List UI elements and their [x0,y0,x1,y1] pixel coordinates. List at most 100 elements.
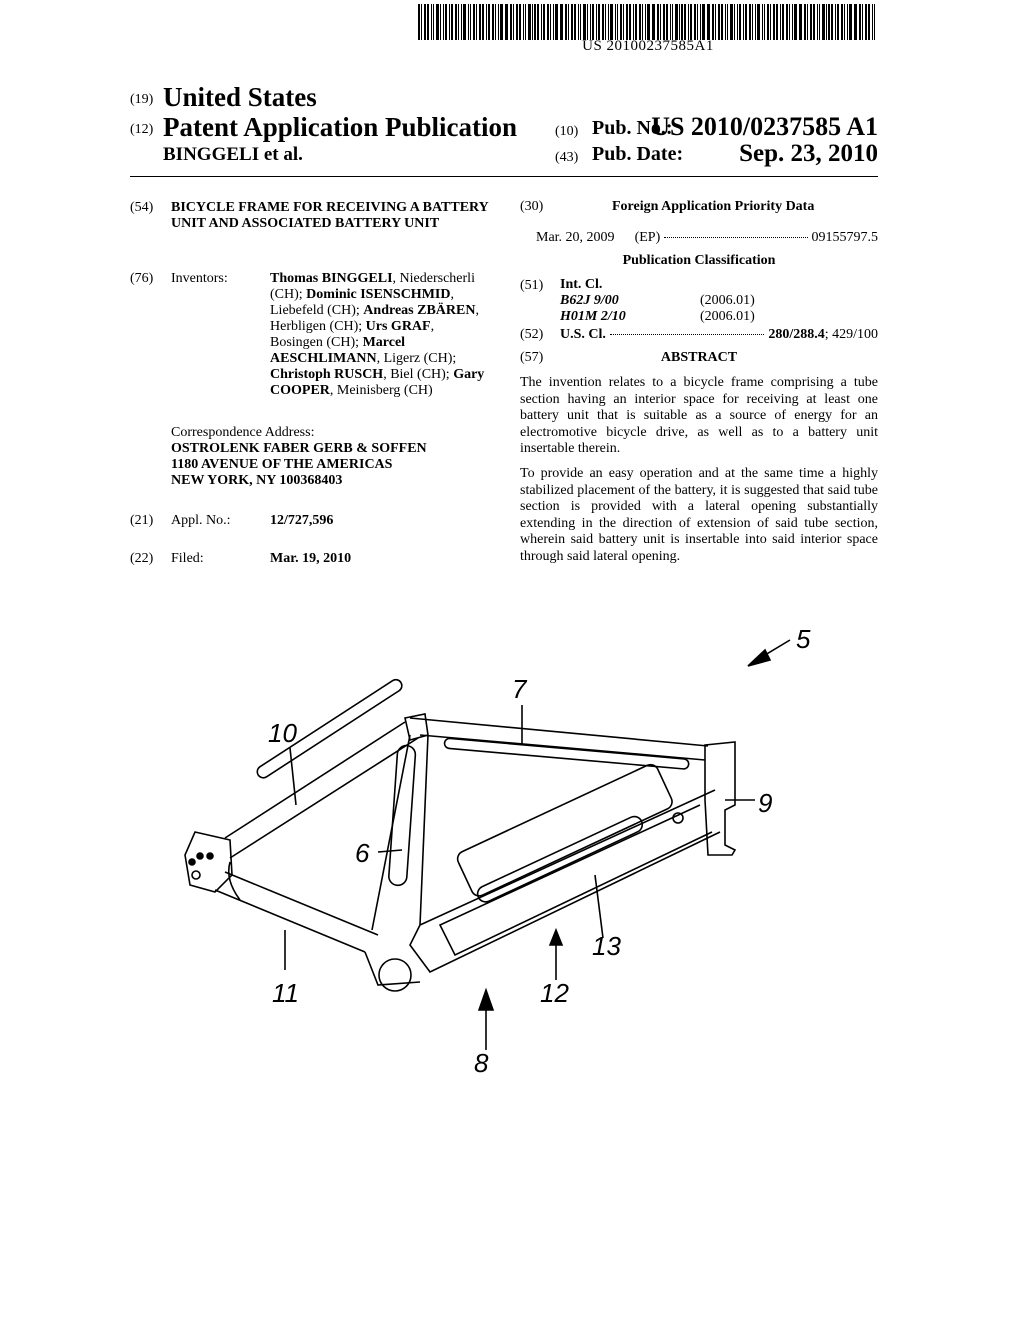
barcode-bar [523,4,524,40]
barcode-bar [547,4,549,40]
barcode-bar [565,4,567,40]
barcode-bar [844,4,845,40]
uscl-label: U.S. Cl. [560,327,606,343]
barcode-bar [819,4,821,40]
applicant: BINGGELI et al. [163,144,303,166]
barcode-bar [615,4,616,40]
barcode-bar [633,4,634,40]
barcode-bar [449,4,450,40]
barcode-bar [737,4,739,40]
correspondence-line: 1180 AVENUE OF THE AMERICAS [171,457,427,473]
barcode-bar [519,4,521,40]
barcode-bar [752,4,753,40]
correspondence-line: NEW YORK, NY 100368403 [171,473,427,489]
intcl-version: (2006.01) [700,309,755,325]
barcode-bar [470,4,472,40]
barcode-bar [513,4,514,40]
barcode-bar [700,4,702,40]
barcode-bar [835,4,836,40]
barcode-bar [482,4,484,40]
barcode-bar [574,4,576,40]
barcode-bar [799,4,800,40]
barcode-bar [828,4,830,40]
uscl-rest: ; 429/100 [825,327,878,343]
inventors-label: Inventors: [171,271,228,287]
barcode-bar [865,4,867,40]
ref-label-9: 9 [758,788,772,818]
barcode-bar [868,4,870,40]
inventor-name: Andreas ZBÄREN [363,303,475,318]
barcode-bar [608,4,610,40]
barcode-bar [721,4,723,40]
inventor-place: , Biel (CH); [383,367,453,382]
barcode-bar [727,4,729,40]
barcode-bar [859,4,861,40]
barcode-bar [455,4,457,40]
barcode-bar [837,4,839,40]
intcl-label: Int. Cl. [560,277,602,293]
barcode-bar [694,4,696,40]
barcode-bar [555,4,557,40]
code-43: (43) [555,150,578,166]
barcode-bar [463,4,465,40]
barcode-bar [623,4,624,40]
appl-no: 12/727,596 [270,513,333,529]
barcode-bar [764,4,766,40]
uscl-row: U.S. Cl. 280/288.4; 429/100 [560,327,878,343]
barcode-bar [505,4,506,40]
barcode-bar [421,4,422,40]
barcode-bar [684,4,686,40]
barcode-bar [767,4,769,40]
barcode-bar [427,4,429,40]
barcode-bar [800,4,802,40]
barcode-bar [688,4,689,40]
barcode-bar [596,4,597,40]
barcode-bar [571,4,573,40]
barcode-bar [645,4,647,40]
barcode-bar [773,4,775,40]
intcl-version: (2006.01) [700,293,755,309]
barcode-bar [666,4,668,40]
title: BICYCLE FRAME FOR RECEIVING A BATTERY UN… [171,200,496,232]
barcode-bar [807,4,808,40]
barcode-bar [537,4,539,40]
barcode-bar [498,4,500,40]
barcode-bar [826,4,827,40]
barcode-bar [854,4,855,40]
barcode-bar [789,4,790,40]
inventor-place: , Meinisberg (CH) [330,383,433,398]
barcode-bar [592,4,594,40]
barcode-bar [488,4,490,40]
appl-code: (21) [130,513,153,529]
barcode-bar [506,4,508,40]
barcode-bar [418,4,420,40]
intcl-class: H01M 2/10 [560,309,626,325]
barcode-bar [757,4,759,40]
barcode-bar [476,4,477,40]
barcode-bar [841,4,843,40]
barcode-bar [702,4,704,40]
title-code: (54) [130,200,153,216]
barcode-bar [718,4,720,40]
barcode-bar [776,4,778,40]
barcode-bar [663,4,665,40]
barcode-bar [675,4,677,40]
barcode-bar [598,4,600,40]
barcode-bar [734,4,735,40]
barcode-bar [862,4,863,40]
ref-label-8: 8 [474,1048,489,1078]
barcode-bar [749,4,751,40]
barcode-bar [617,4,619,40]
barcode-bar [762,4,763,40]
barcode-bar [847,4,849,40]
barcode-bar [855,4,857,40]
ref-label-11: 11 [272,978,299,1008]
inventors-code: (76) [130,271,153,287]
ref-label-5: 5 [796,624,811,654]
barcode-bar [461,4,463,40]
ref-label-13: 13 [592,931,621,961]
barcode-bar [532,4,533,40]
filed-date: Mar. 19, 2010 [270,551,351,567]
code-12: (12) [130,122,153,138]
barcode-bar [660,4,661,40]
